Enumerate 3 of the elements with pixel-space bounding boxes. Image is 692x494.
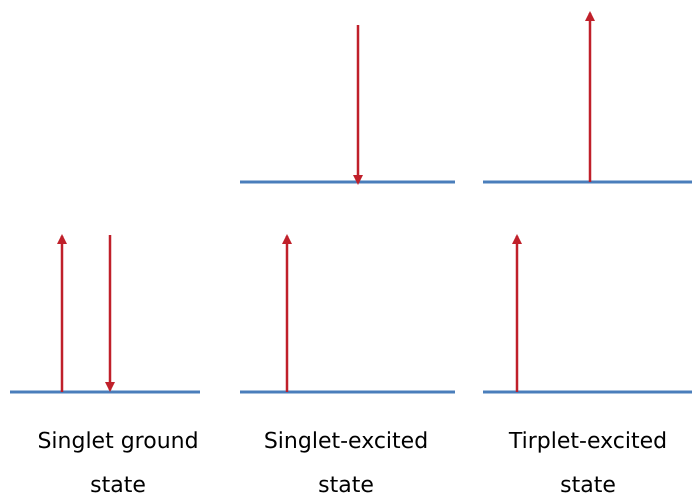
state-label: Tirplet-excited state bbox=[508, 428, 668, 494]
state-label: Singlet-excited state bbox=[262, 428, 430, 494]
state-label: Singlet ground state bbox=[36, 428, 200, 494]
